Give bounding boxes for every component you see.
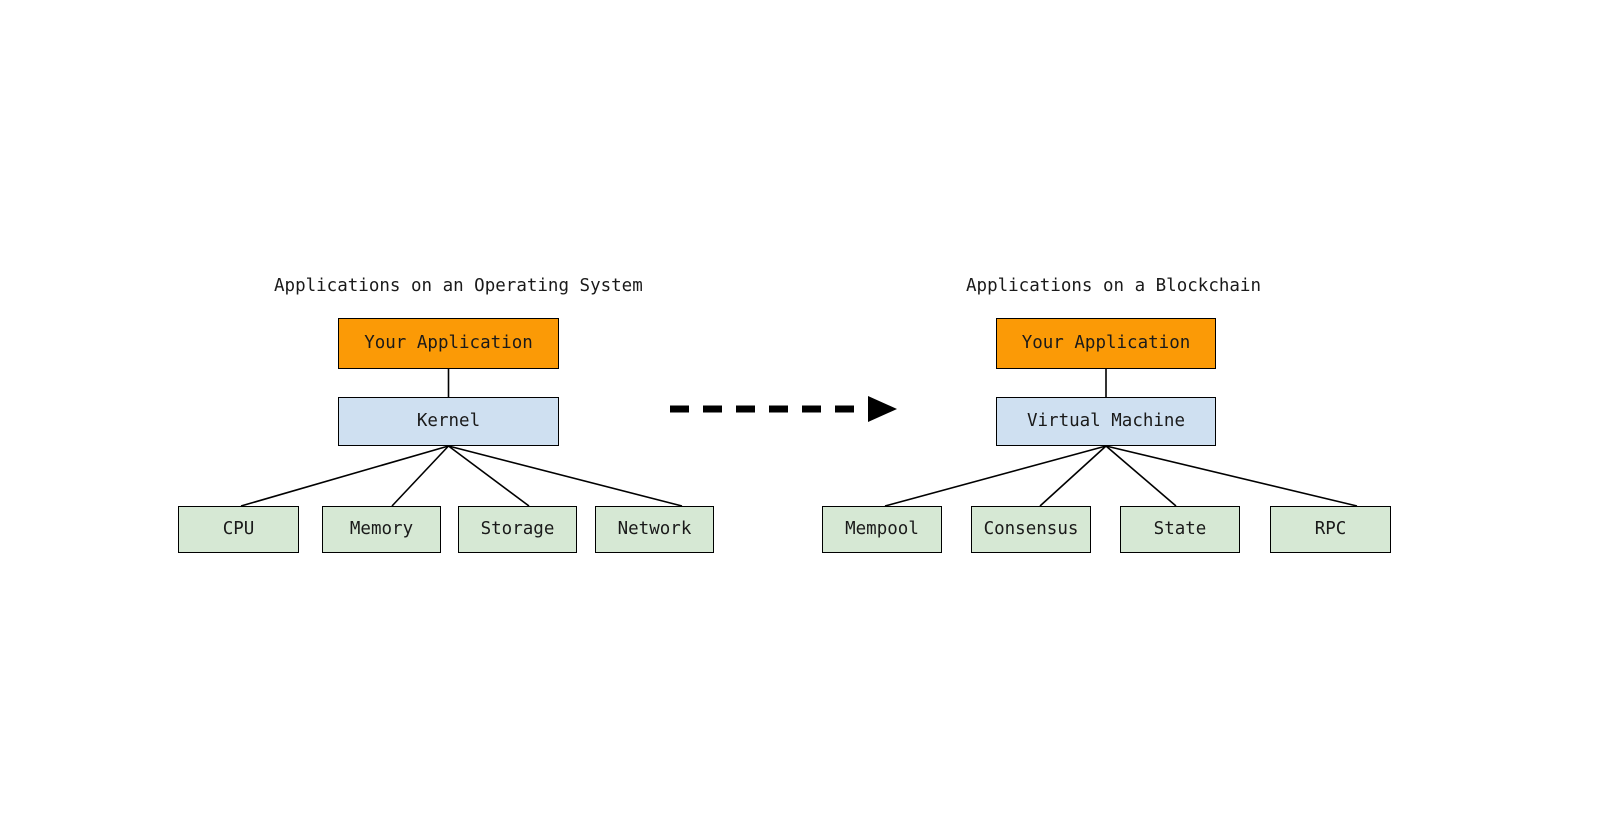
right-resource-consensus[interactable]: Consensus [971,506,1091,553]
edge-left-kernel-to-cpu [240,445,449,507]
right-resource-mempool[interactable]: Mempool [822,506,942,553]
right-runtime-box[interactable]: Virtual Machine [996,397,1216,446]
right-application-box[interactable]: Your Application [996,318,1216,369]
left-resource-cpu[interactable]: CPU [178,506,299,553]
left-resource-network[interactable]: Network [595,506,714,553]
right-resource-state[interactable]: State [1120,506,1240,553]
left-runtime-box[interactable]: Kernel [338,397,559,446]
edge-right-vm-to-rpc [1105,445,1358,507]
edge-right-vm-to-consensus [1039,445,1107,507]
left-column-title: Applications on an Operating System [274,276,643,296]
edge-right-vm-to-state [1105,445,1177,507]
edge-right-vm-to-mempool [884,445,1107,507]
left-application-box[interactable]: Your Application [338,318,559,369]
edge-left-kernel-to-memory [391,445,450,507]
right-column-title: Applications on a Blockchain [966,276,1262,296]
right-resource-rpc[interactable]: RPC [1270,506,1391,553]
left-resource-memory[interactable]: Memory [322,506,441,553]
transition-arrow-icon [670,396,897,422]
edge-left-kernel-to-network [448,445,683,507]
edge-left-kernel-to-storage [448,445,530,507]
left-resource-storage[interactable]: Storage [458,506,577,553]
